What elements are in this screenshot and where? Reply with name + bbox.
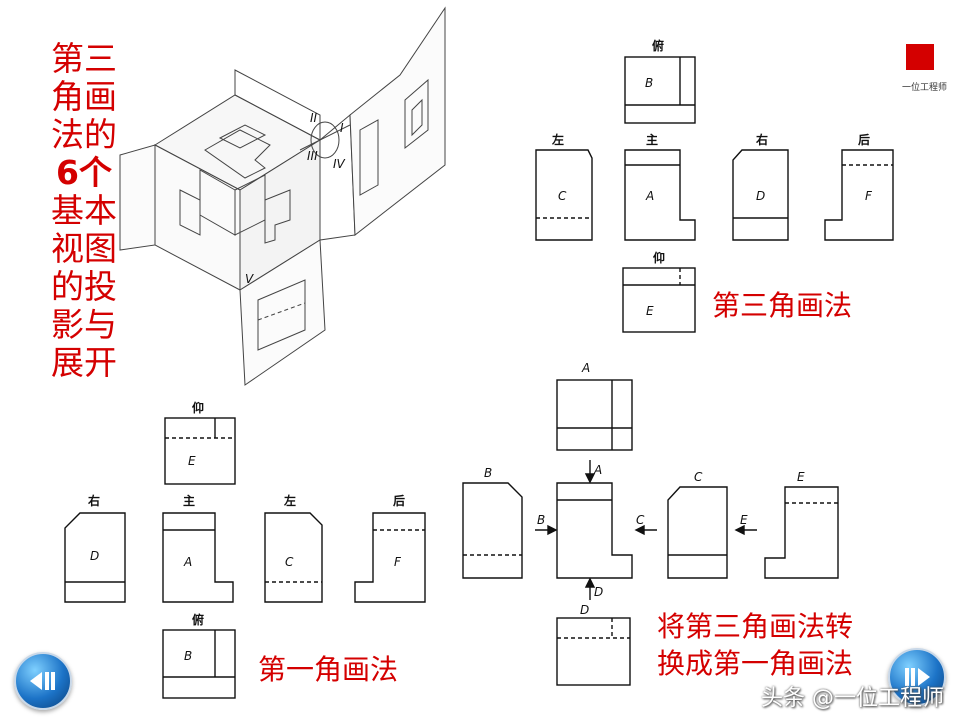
view-header-bottom: 仰 bbox=[192, 400, 204, 415]
brand-text: 一位工程师 bbox=[902, 83, 948, 93]
view-letter: B bbox=[645, 76, 653, 90]
view-letter: D bbox=[756, 189, 765, 203]
title-line: 基本 bbox=[51, 191, 117, 230]
title-line: 法的 bbox=[51, 115, 117, 154]
arrow-label: C bbox=[636, 513, 645, 527]
view-header-top: 俯 bbox=[652, 38, 664, 53]
view-header-back: 后 bbox=[858, 132, 870, 147]
view-letter: C bbox=[285, 555, 294, 569]
view-header-top: 俯 bbox=[192, 612, 204, 627]
prev-slide-button[interactable] bbox=[14, 652, 72, 710]
view-header-back: 后 bbox=[393, 493, 405, 508]
view-letter: A bbox=[581, 361, 590, 375]
watermark: 头条 @一位工程师 bbox=[761, 686, 944, 711]
title-line: 展开 bbox=[51, 343, 117, 382]
projection-box-illustration bbox=[119, 6, 446, 386]
view-header-bottom: 仰 bbox=[653, 250, 665, 265]
view-letter: E bbox=[797, 470, 805, 484]
conversion-labels: A B C E D A B C E D bbox=[484, 361, 805, 617]
title-line: 的投 bbox=[51, 267, 117, 306]
title-line: 6个 bbox=[56, 153, 112, 192]
view-header-left: 左 bbox=[283, 493, 296, 508]
plane-label: I bbox=[340, 121, 344, 135]
view-header-front: 主 bbox=[646, 132, 658, 147]
view-header-left: 左 bbox=[551, 132, 564, 147]
roman-labels: II I III IV V bbox=[245, 111, 346, 286]
third-angle-diagram bbox=[535, 56, 894, 333]
arrow-label: B bbox=[537, 513, 545, 527]
view-letter: A bbox=[645, 189, 654, 203]
view-letter: D bbox=[90, 549, 99, 563]
view-letter: C bbox=[558, 189, 567, 203]
caption-convert-line2: 换成第一角画法 bbox=[657, 647, 854, 680]
view-letter: B bbox=[184, 649, 192, 663]
plane-label: III bbox=[307, 149, 318, 163]
view-letter: F bbox=[865, 189, 873, 203]
view-letter: F bbox=[394, 555, 402, 569]
plane-label: IV bbox=[333, 157, 346, 171]
arrow-label: A bbox=[593, 463, 602, 477]
brand-logo bbox=[906, 44, 934, 70]
third-angle-labels: 俯 左 主 右 后 仰 B C A D F E bbox=[551, 38, 873, 318]
view-header-right: 右 bbox=[87, 493, 100, 508]
title-line: 角画 bbox=[51, 77, 117, 116]
view-letter: E bbox=[188, 454, 196, 468]
title-line: 视图 bbox=[51, 229, 117, 268]
plane-label: II bbox=[310, 111, 318, 125]
caption-convert-line1: 将第三角画法转 bbox=[657, 610, 854, 643]
view-letter: E bbox=[646, 304, 654, 318]
title-line: 影与 bbox=[51, 305, 117, 344]
view-letter: A bbox=[183, 555, 192, 569]
first-angle-labels: 仰 右 主 左 后 俯 E D A C F B bbox=[87, 400, 405, 663]
caption-third-angle: 第三角画法 bbox=[712, 289, 853, 322]
arrow-label: D bbox=[594, 585, 603, 599]
vertical-title: 第三 角画 法的 6个 基本 视图 的投 影与 展开 bbox=[44, 40, 124, 382]
view-header-right: 右 bbox=[755, 132, 768, 147]
caption-first-angle: 第一角画法 bbox=[258, 653, 399, 686]
prev-icon bbox=[30, 672, 55, 690]
view-letter: C bbox=[694, 470, 703, 484]
view-letter: B bbox=[484, 466, 492, 480]
view-letter: D bbox=[580, 603, 589, 617]
next-icon bbox=[905, 668, 930, 686]
view-header-front: 主 bbox=[183, 493, 195, 508]
plane-label: V bbox=[245, 272, 254, 286]
title-line: 第三 bbox=[51, 39, 117, 78]
first-angle-diagram bbox=[64, 417, 426, 699]
conversion-diagram bbox=[462, 379, 839, 686]
arrow-label: E bbox=[740, 513, 748, 527]
next-slide-button[interactable] bbox=[888, 648, 946, 706]
